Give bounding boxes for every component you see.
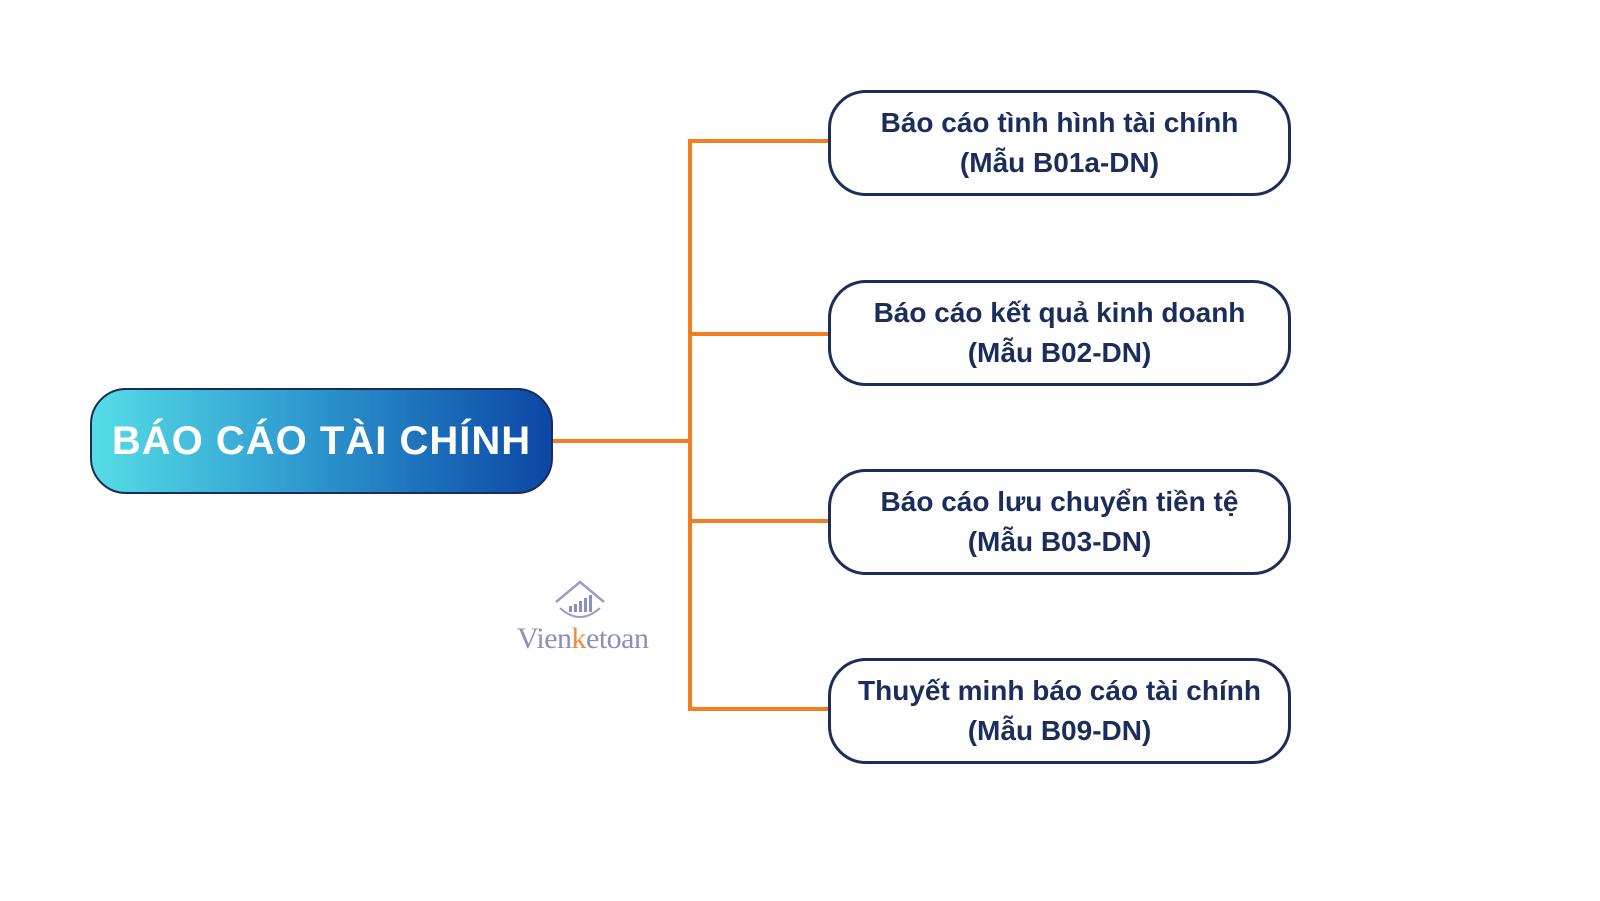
node-cash-flow-statement: Báo cáo lưu chuyển tiền tệ (Mẫu B03-DN) (828, 469, 1291, 575)
node-form-code: (Mẫu B03-DN) (967, 526, 1152, 557)
node-title: Báo cáo kết quả kinh doanh (873, 297, 1246, 328)
node-notes-to-statements: Thuyết minh báo cáo tài chính (Mẫu B09-D… (828, 658, 1291, 764)
root-node-financial-statements: BÁO CÁO TÀI CHÍNH (90, 388, 553, 494)
vienketoan-logo: Vienketoan (512, 578, 649, 660)
node-form-code: (Mẫu B02-DN) (967, 337, 1152, 368)
node-income-statement: Báo cáo kết quả kinh doanh (Mẫu B02-DN) (828, 280, 1291, 386)
node-title: Thuyết minh báo cáo tài chính (858, 675, 1261, 706)
node-form-code: (Mẫu B01a-DN) (959, 147, 1160, 178)
logo-wordmark: Vienketoan (517, 622, 649, 655)
node-balance-sheet: Báo cáo tình hình tài chính (Mẫu B01a-DN… (828, 90, 1291, 196)
house-chart-icon (555, 580, 605, 618)
node-title: Báo cáo lưu chuyển tiền tệ (880, 486, 1239, 517)
root-node-label: BÁO CÁO TÀI CHÍNH (111, 418, 532, 463)
node-form-code: (Mẫu B09-DN) (967, 715, 1152, 746)
node-title: Báo cáo tình hình tài chính (880, 107, 1239, 138)
